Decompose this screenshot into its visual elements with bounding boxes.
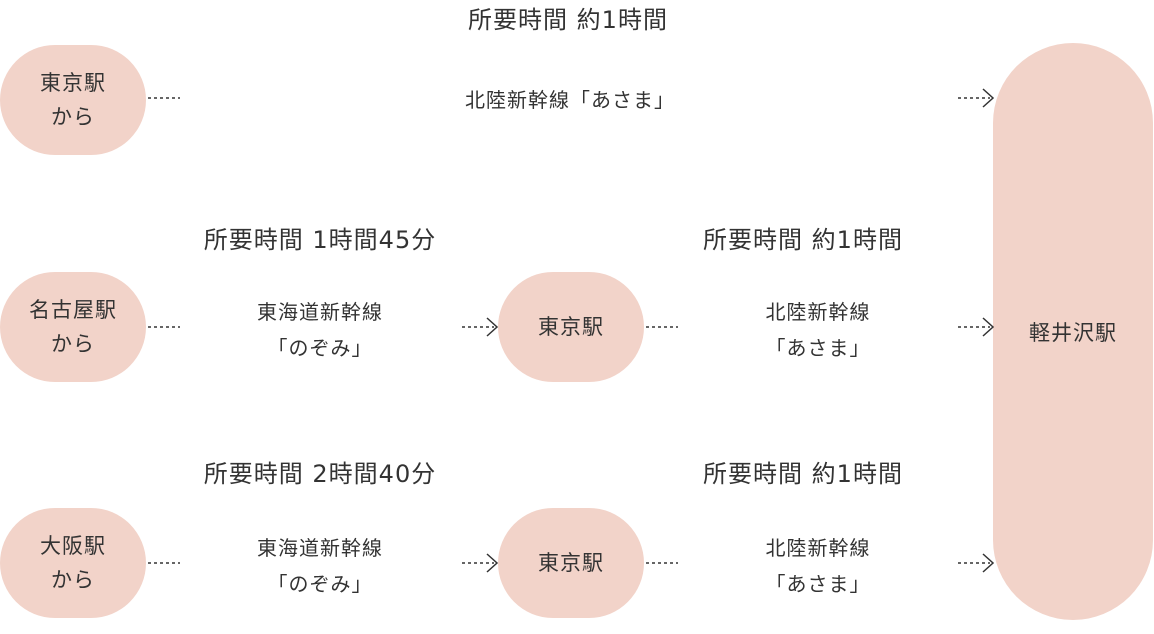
origin-tokyo-from: から [51,105,95,129]
origin-nagoya-from: から [51,332,95,356]
transfer-tokyo-osaka: 東京駅 [498,508,644,618]
route-tokyo-line: 北陸新幹線「あさま」 [400,82,740,118]
origin-tokyo: 東京駅 から [0,45,146,155]
route-osaka-time-2: 所要時間 約1時間 [703,460,903,488]
route-nagoya-time-1: 所要時間 1時間45分 [203,226,437,254]
destination-karuizawa: 軽井沢駅 [993,43,1153,620]
arrowhead-osaka-transfer [486,553,499,573]
destination-label: 軽井沢駅 [1029,320,1117,345]
route-nagoya-line-1: 東海道新幹線 「のぞみ」 [220,294,420,366]
origin-nagoya: 名古屋駅 から [0,272,146,382]
route-nagoya-time-2: 所要時間 約1時間 [703,226,903,254]
transfer-tokyo-osaka-label: 東京駅 [538,551,604,575]
route-osaka-time-1: 所要時間 2時間40分 [203,460,437,488]
origin-osaka: 大阪駅 から [0,508,146,618]
route-osaka-line-2-train: 「あさま」 [765,572,871,596]
arrowhead-nagoya-end [982,317,995,337]
transfer-tokyo-nagoya: 東京駅 [498,272,644,382]
route-tokyo-time: 所要時間 約1時間 [468,6,668,34]
route-nagoya-line-1-train: 「のぞみ」 [267,336,373,360]
route-osaka-line-1: 東海道新幹線 「のぞみ」 [220,530,420,602]
arrowhead-nagoya-transfer [486,317,499,337]
origin-osaka-from: から [51,568,95,592]
origin-nagoya-name: 名古屋駅 [29,298,117,322]
route-tokyo-line-name: 北陸新幹線「あさま」 [465,88,675,112]
arrowhead-osaka-end [982,553,995,573]
transfer-tokyo-nagoya-label: 東京駅 [538,315,604,339]
route-osaka-line-1-train: 「のぞみ」 [267,572,373,596]
route-osaka-line-2: 北陸新幹線 「あさま」 [718,530,918,602]
origin-tokyo-name: 東京駅 [40,71,106,95]
route-nagoya-line-2-name: 北陸新幹線 [765,300,871,324]
route-nagoya-line-1-name: 東海道新幹線 [257,300,383,324]
route-osaka-line-2-name: 北陸新幹線 [765,536,871,560]
route-nagoya-line-2-train: 「あさま」 [765,336,871,360]
route-nagoya-line-2: 北陸新幹線 「あさま」 [718,294,918,366]
arrowhead-tokyo-end [982,88,995,108]
origin-osaka-name: 大阪駅 [40,534,106,558]
route-osaka-line-1-name: 東海道新幹線 [257,536,383,560]
